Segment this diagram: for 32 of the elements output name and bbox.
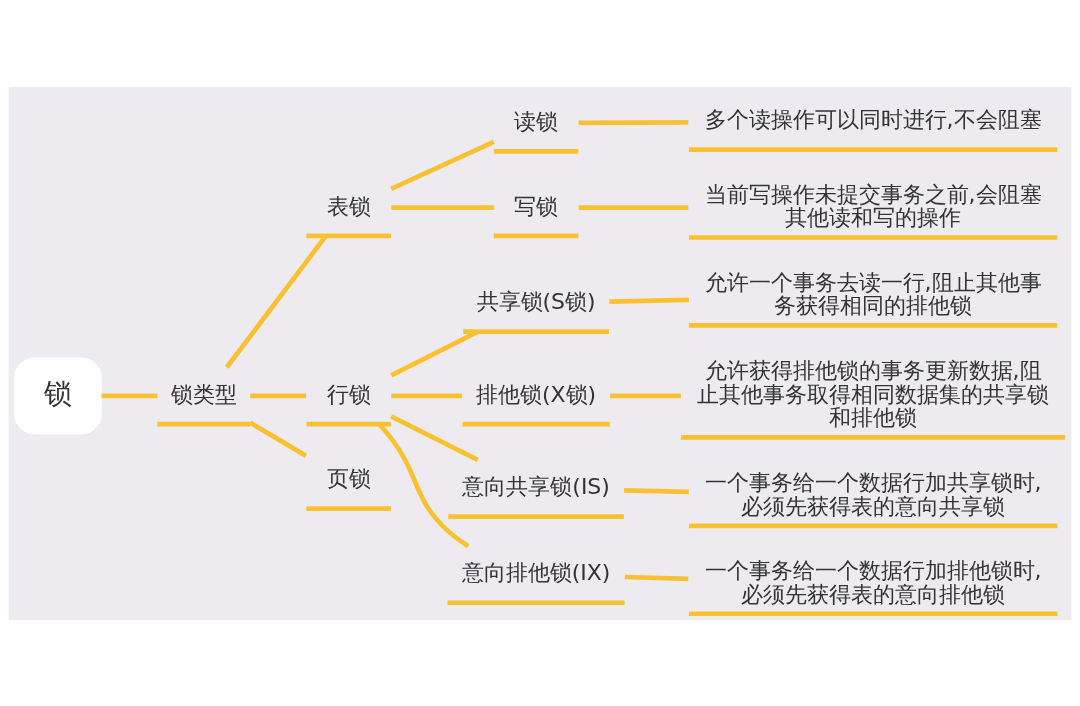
node-text: 表锁 xyxy=(326,193,371,219)
node-text: 行锁 xyxy=(326,381,371,407)
node-text: 允许一个事务去读一行,阻止其他事务获得相同的排他锁 xyxy=(704,269,1042,318)
connector xyxy=(249,420,308,458)
connector xyxy=(101,392,158,398)
node-text: 意向排他锁(IX) xyxy=(461,559,611,585)
connector xyxy=(391,392,462,398)
connector xyxy=(390,413,479,462)
node-text: 当前写操作未提交事务之前,会阻塞其他读和写的操作 xyxy=(704,181,1042,230)
node-text: 一个事务给一个数据行加共享锁时,必须先获得表的意向共享锁 xyxy=(704,469,1042,519)
node-text: 一个事务给一个数据行加排他锁时,必须先获得表的意向排他锁 xyxy=(704,557,1042,606)
node-text: 锁类型 xyxy=(170,381,237,407)
connector xyxy=(578,119,689,125)
connector xyxy=(624,487,689,494)
connector xyxy=(390,329,479,377)
connector xyxy=(377,422,470,548)
node-text: 意向共享锁(IS) xyxy=(462,473,610,499)
connector xyxy=(391,204,494,210)
node-text: 写锁 xyxy=(514,193,559,219)
node-box: 锁 xyxy=(14,356,102,434)
connector xyxy=(609,296,689,304)
node-text: 共享锁(S锁) xyxy=(476,288,596,314)
node-text: 允许获得排他锁的事务更新数据,阻止其他事务取得相同数据集的共享锁和排他锁 xyxy=(697,357,1050,430)
node-text: 页锁 xyxy=(326,465,371,491)
connector xyxy=(610,392,681,398)
node-text: 排他锁(X锁) xyxy=(476,381,597,407)
connector xyxy=(250,392,306,398)
connector xyxy=(624,574,689,581)
node-text: 多个读操作可以同时进行,不会阻塞 xyxy=(704,106,1042,132)
node-text: 读锁 xyxy=(514,108,559,134)
connector xyxy=(390,139,495,191)
connector xyxy=(578,204,689,210)
